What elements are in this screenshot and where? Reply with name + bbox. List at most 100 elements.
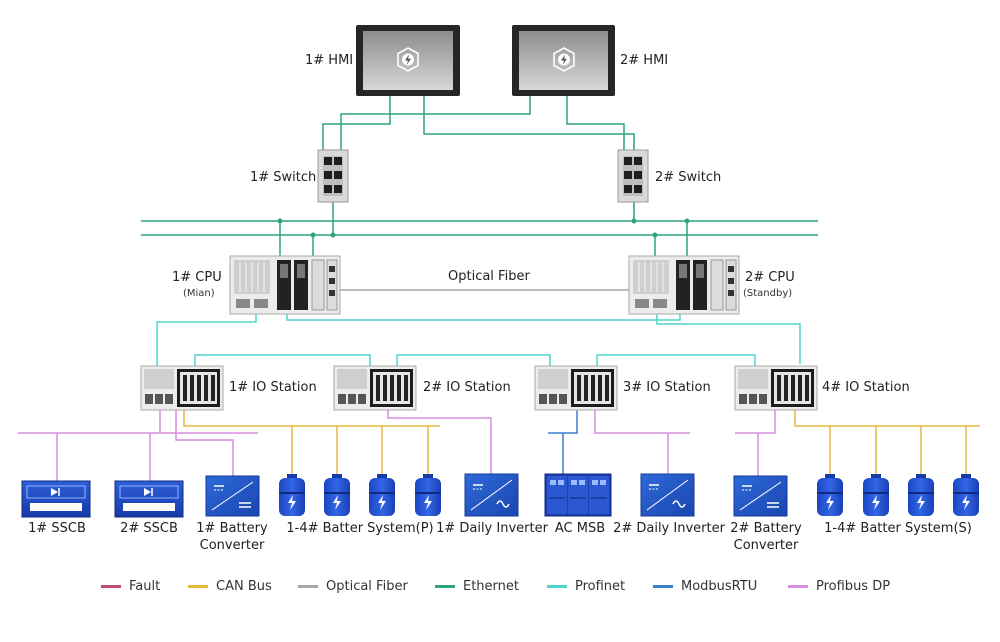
switch-port [634, 185, 642, 193]
profibus-io4-conv2 [735, 410, 776, 434]
battery-s-4 [953, 474, 979, 516]
profinet-io1-io2 [194, 354, 371, 366]
legend-item-profinet: Profinet [547, 576, 625, 596]
canbus-lines [183, 410, 980, 478]
legend-label: ModbusRTU [681, 578, 758, 594]
legend-label: Ethernet [463, 578, 519, 594]
legend-swatch [788, 584, 808, 588]
profinet-io2-io3 [396, 354, 551, 366]
switch-port [324, 171, 332, 179]
legend-swatch [298, 584, 318, 588]
switch-port [634, 157, 642, 165]
io-station-2-label: 2# IO Station [423, 380, 511, 395]
io-station-3-label: 3# IO Station [623, 380, 711, 395]
lightning-bolt-icon [288, 495, 296, 510]
switch-2-label: 2# Switch [655, 170, 722, 185]
diode-icon [51, 488, 58, 496]
ethernet-hmi1-switch2 [423, 96, 635, 150]
ac-msb-label: AC MSB [554, 521, 606, 536]
junction-dot [684, 218, 690, 224]
profinet-io3-io4 [596, 354, 756, 366]
battery-converter-2-label-line2: Converter [733, 538, 799, 553]
battery-system-p-label: 1-4# Batter System(P) [286, 521, 434, 536]
profibus-io1-conv1 [175, 410, 234, 478]
modbus-lines [548, 410, 578, 474]
battery-converter-1 [205, 475, 260, 517]
legend-item-optical-fiber: Optical Fiber [298, 576, 408, 596]
battery-s-3 [908, 474, 934, 516]
legend-label: Profibus DP [816, 578, 891, 594]
legend-swatch [653, 584, 673, 588]
junction-dot [631, 218, 637, 224]
legend-label: Fault [129, 578, 161, 594]
switch-1 [317, 149, 349, 203]
io-station-4 [734, 365, 818, 411]
legend-item-ethernet: Ethernet [435, 576, 519, 596]
profinet-cpu1-left [156, 314, 257, 367]
lightning-bolt-icon [917, 495, 925, 510]
legend-swatch [101, 584, 121, 588]
lightning-bolt-icon [333, 495, 341, 510]
daily-inverter-2-label: 2# Daily Inverter [613, 521, 725, 536]
switch-port [324, 185, 332, 193]
lightning-bolt-icon [872, 495, 880, 510]
junction-dot [330, 232, 336, 238]
lightning-bolt-icon [962, 495, 970, 510]
battery-converter-2-label-line1: 2# Battery [730, 521, 802, 536]
profinet-cpu2-right [656, 314, 801, 364]
legend-item-fault: Fault [101, 576, 160, 596]
lightning-bolt-icon [826, 495, 834, 510]
switch-port [634, 171, 642, 179]
daily-inverter-1 [464, 473, 519, 517]
profinet-cpu1-ring [286, 314, 681, 321]
ethernet-lines [141, 96, 818, 262]
bolt-glyph [561, 54, 567, 65]
sscb-2-label: 2# SSCB [120, 521, 178, 536]
sscb-1-label: 1# SSCB [28, 521, 86, 536]
legend-item-can-bus: CAN Bus [188, 576, 272, 596]
battery-converter-1-label-line2: Converter [199, 538, 265, 553]
legend-item-profibus-dp: Profibus DP [788, 576, 890, 596]
io-station-1-label: 1# IO Station [229, 380, 317, 395]
daily-inverter-2 [640, 473, 695, 517]
cpu-2-label: 2# CPU [745, 270, 795, 285]
hmi-1-label: 1# HMI [305, 53, 354, 68]
sscb-2 [114, 480, 184, 518]
legend-label: Optical Fiber [326, 578, 408, 594]
ac-wave-icon [672, 500, 686, 508]
battery-converter-2 [733, 475, 788, 517]
modbus-io3-bus [548, 410, 578, 434]
switch-1-label: 1# Switch [250, 170, 317, 185]
legend-label: CAN Bus [216, 578, 272, 594]
io-station-3 [534, 365, 618, 411]
lightning-bolt-icon [378, 495, 386, 510]
battery-converter-1-label-line1: 1# Battery [196, 521, 268, 536]
battery-s-1 [817, 474, 843, 516]
optical-fiber-label: Optical Fiber [448, 269, 530, 284]
legend-swatch [188, 584, 208, 588]
battery-p-1 [279, 474, 305, 516]
switch-port [624, 171, 632, 179]
profibus-io2-inv1 [387, 410, 492, 476]
sscb-1 [21, 480, 91, 518]
switch-2 [617, 149, 649, 203]
battery-p-2 [324, 474, 350, 516]
hmi-1 [356, 25, 460, 96]
cpu-1-label: 1# CPU [172, 270, 222, 285]
legend-swatch [547, 584, 567, 588]
ethernet-junctions [277, 218, 690, 238]
io-station-2 [333, 365, 417, 411]
lightning-bolt-icon [424, 495, 432, 510]
battery-system-s-label: 1-4# Batter System(S) [824, 521, 972, 536]
ethernet-hmi2-switch2 [566, 96, 625, 150]
battery-p-4 [415, 474, 441, 516]
ac-wave-icon [496, 500, 510, 508]
battery-s-2 [863, 474, 889, 516]
bolt-glyph [405, 54, 411, 65]
diode-icon [144, 488, 151, 496]
cpu-1 [229, 255, 341, 315]
daily-inverter-1-label: 1# Daily Inverter [436, 521, 548, 536]
switch-port [624, 157, 632, 165]
